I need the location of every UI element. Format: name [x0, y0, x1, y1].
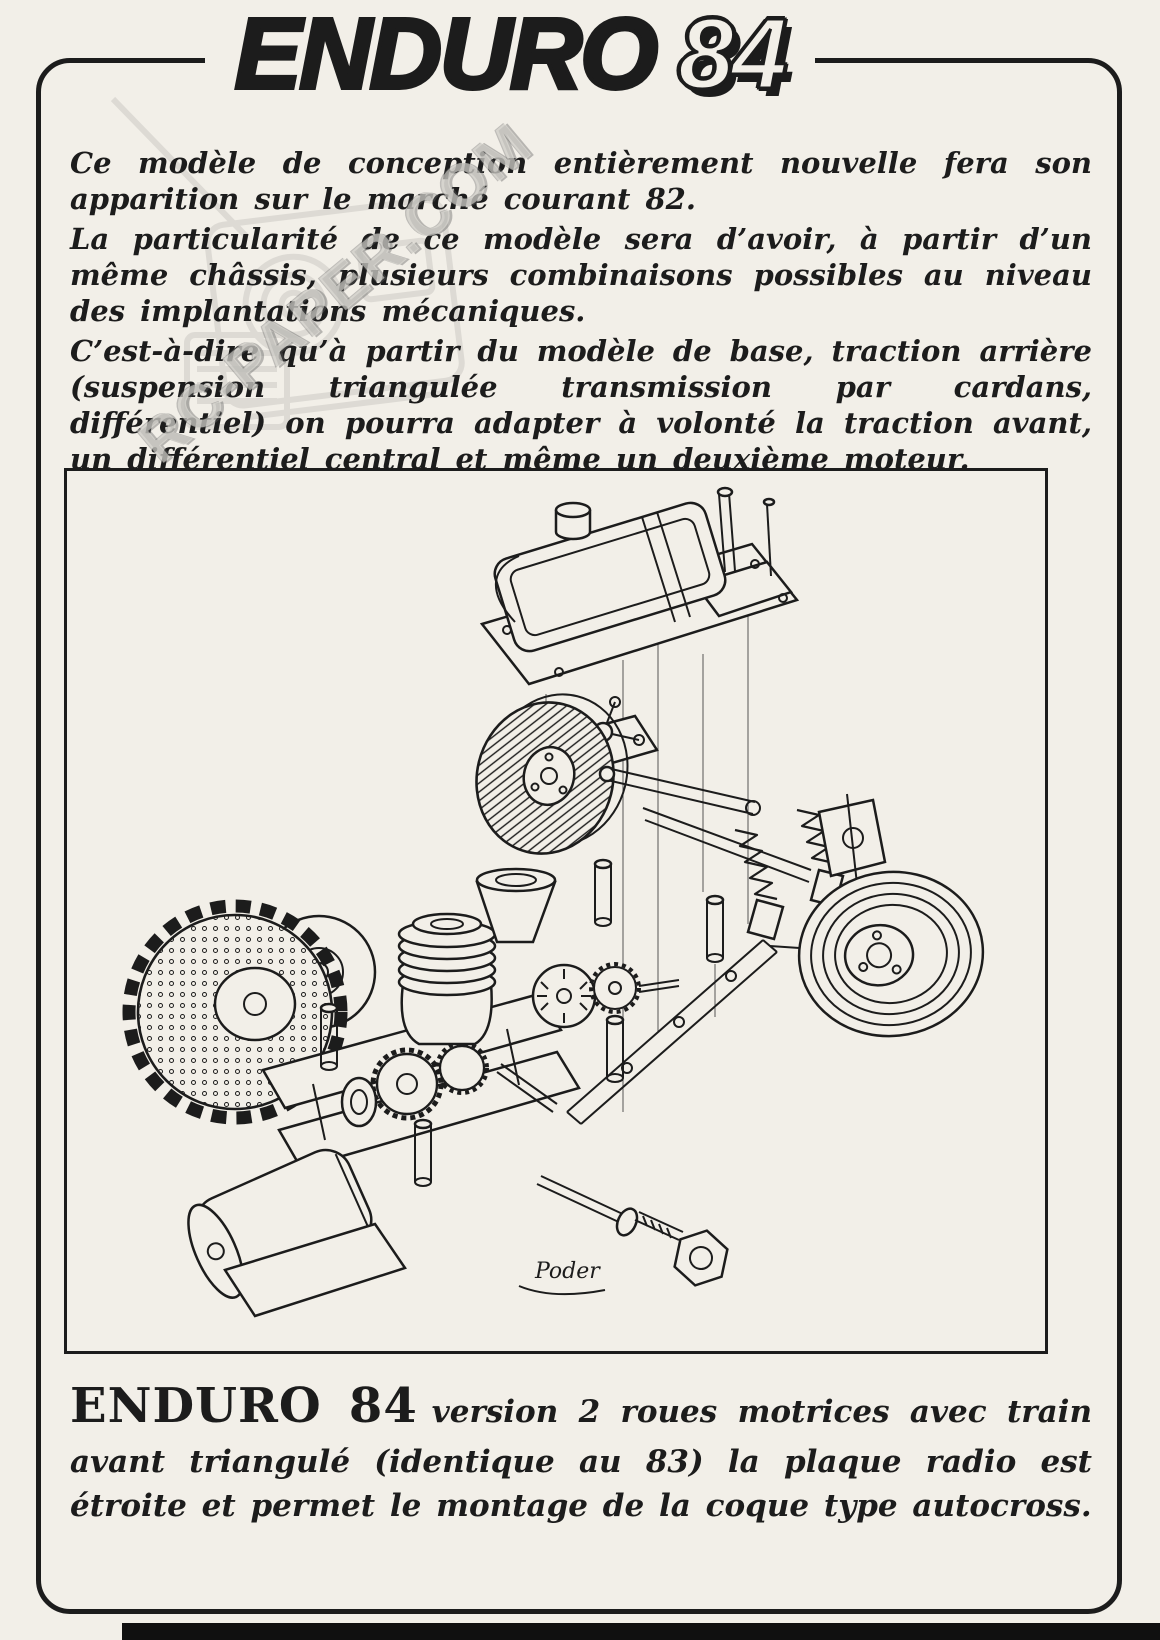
intro-paragraph: Ce modèle de conception entièrement nouv… [70, 146, 1092, 216]
switch-knob [554, 501, 592, 541]
standoff-posts-drawing [319, 858, 725, 1187]
standoff-post [319, 1002, 339, 1071]
knobby-tire [122, 899, 348, 1125]
exploded-guide-lines [525, 614, 749, 1112]
standoff-post [605, 1014, 625, 1083]
steering-knuckle [817, 793, 887, 885]
standoff-post [593, 858, 613, 927]
title-number: 84 [677, 0, 789, 110]
motor-mount-plate [223, 1222, 407, 1318]
title-word: ENDURO [233, 0, 660, 110]
shock-absorber [734, 828, 785, 941]
chassis-exploded-drawing: Poder [122, 486, 985, 1318]
carburetor-stack [475, 867, 557, 944]
intro-paragraph: La particularité de ce modèle sera d’avo… [70, 221, 1092, 328]
scan-edge-bar [122, 1623, 1160, 1640]
radio-plate-drawing [479, 486, 800, 686]
clutch-gear [589, 962, 641, 1014]
engine-drawing [397, 867, 680, 1046]
caption-text: version 2 roues motrices avec train avan… [70, 1394, 1092, 1525]
artist-signature: Poder [534, 1259, 601, 1284]
caption-model-name: ENDURO 84 [70, 1378, 418, 1434]
intro-paragraph: C’est-à-dire qu’à partir du modèle de ba… [70, 333, 1092, 476]
wheel-nut [673, 1229, 729, 1287]
motor-drawing [187, 1148, 407, 1318]
suspension-drawing [598, 765, 887, 941]
left-wheel-drawing [122, 899, 377, 1125]
rear-wheel-drawing [797, 870, 985, 1038]
flywheel [531, 963, 597, 1029]
standoff-post [413, 1118, 433, 1187]
standoff-post [705, 894, 725, 963]
antenna-posts [716, 486, 776, 577]
chassis-figure: Poder [64, 468, 1048, 1354]
axle-nut-drawing [536, 1175, 729, 1287]
front-wheel-drawing [475, 693, 629, 855]
signature-flourish [518, 1285, 606, 1296]
intro-text: Ce modèle de conception entièrement nouv… [70, 146, 1092, 482]
